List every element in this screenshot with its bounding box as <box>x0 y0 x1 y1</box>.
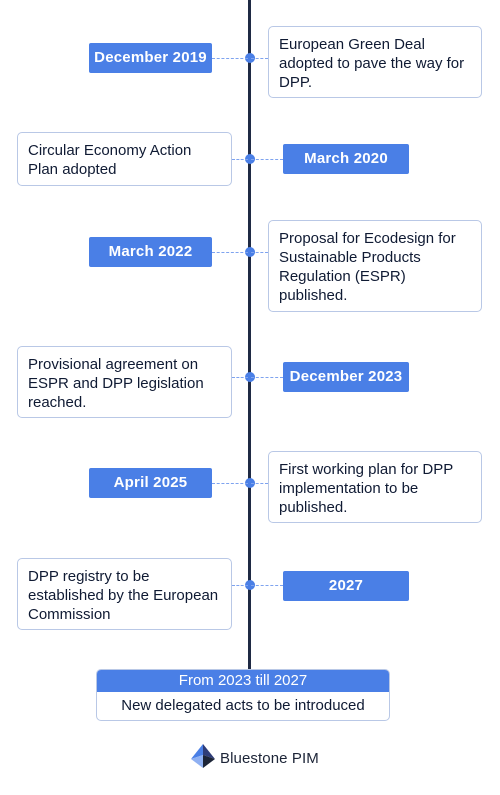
connector-line <box>212 483 248 484</box>
timeline-dot <box>244 478 255 488</box>
date-badge: April 2025 <box>89 468 212 498</box>
final-card-text: New delegated acts to be introduced <box>121 697 365 714</box>
final-card-header: From 2023 till 2027 <box>97 670 389 692</box>
connector-line <box>251 377 283 378</box>
event-card: DPP registry to be established by the Eu… <box>17 558 232 630</box>
timeline-dot <box>244 53 255 63</box>
bluestone-logo-icon <box>190 743 216 774</box>
event-card: First working plan for DPP implementatio… <box>268 451 482 523</box>
connector-line <box>251 252 268 253</box>
connector-line <box>212 58 248 59</box>
event-card: Circular Economy Action Plan adopted <box>17 132 232 186</box>
timeline-dot <box>244 372 255 382</box>
date-badge: March 2022 <box>89 237 212 267</box>
connector-line <box>251 58 268 59</box>
logo-text: Bluestone PIM <box>220 749 319 767</box>
timeline-dot <box>244 580 255 590</box>
date-badge: 2027 <box>283 571 409 601</box>
final-card: From 2023 till 2027 New delegated acts t… <box>96 669 390 721</box>
timeline-axis <box>248 0 251 670</box>
brand-logo: Bluestone PIM <box>190 743 319 773</box>
connector-line <box>232 377 248 378</box>
timeline-dot <box>244 154 255 164</box>
timeline-dot <box>244 247 255 257</box>
event-card: European Green Deal adopted to pave the … <box>268 26 482 98</box>
connector-line <box>232 159 248 160</box>
event-card: Proposal for Ecodesign for Sustainable P… <box>268 220 482 312</box>
connector-line <box>251 483 268 484</box>
connector-line <box>251 585 283 586</box>
connector-line <box>251 159 283 160</box>
date-badge: December 2019 <box>89 43 212 73</box>
event-card: Provisional agreement on ESPR and DPP le… <box>17 346 232 418</box>
connector-line <box>212 252 248 253</box>
date-badge: March 2020 <box>283 144 409 174</box>
connector-line <box>232 585 248 586</box>
date-badge: December 2023 <box>283 362 409 392</box>
